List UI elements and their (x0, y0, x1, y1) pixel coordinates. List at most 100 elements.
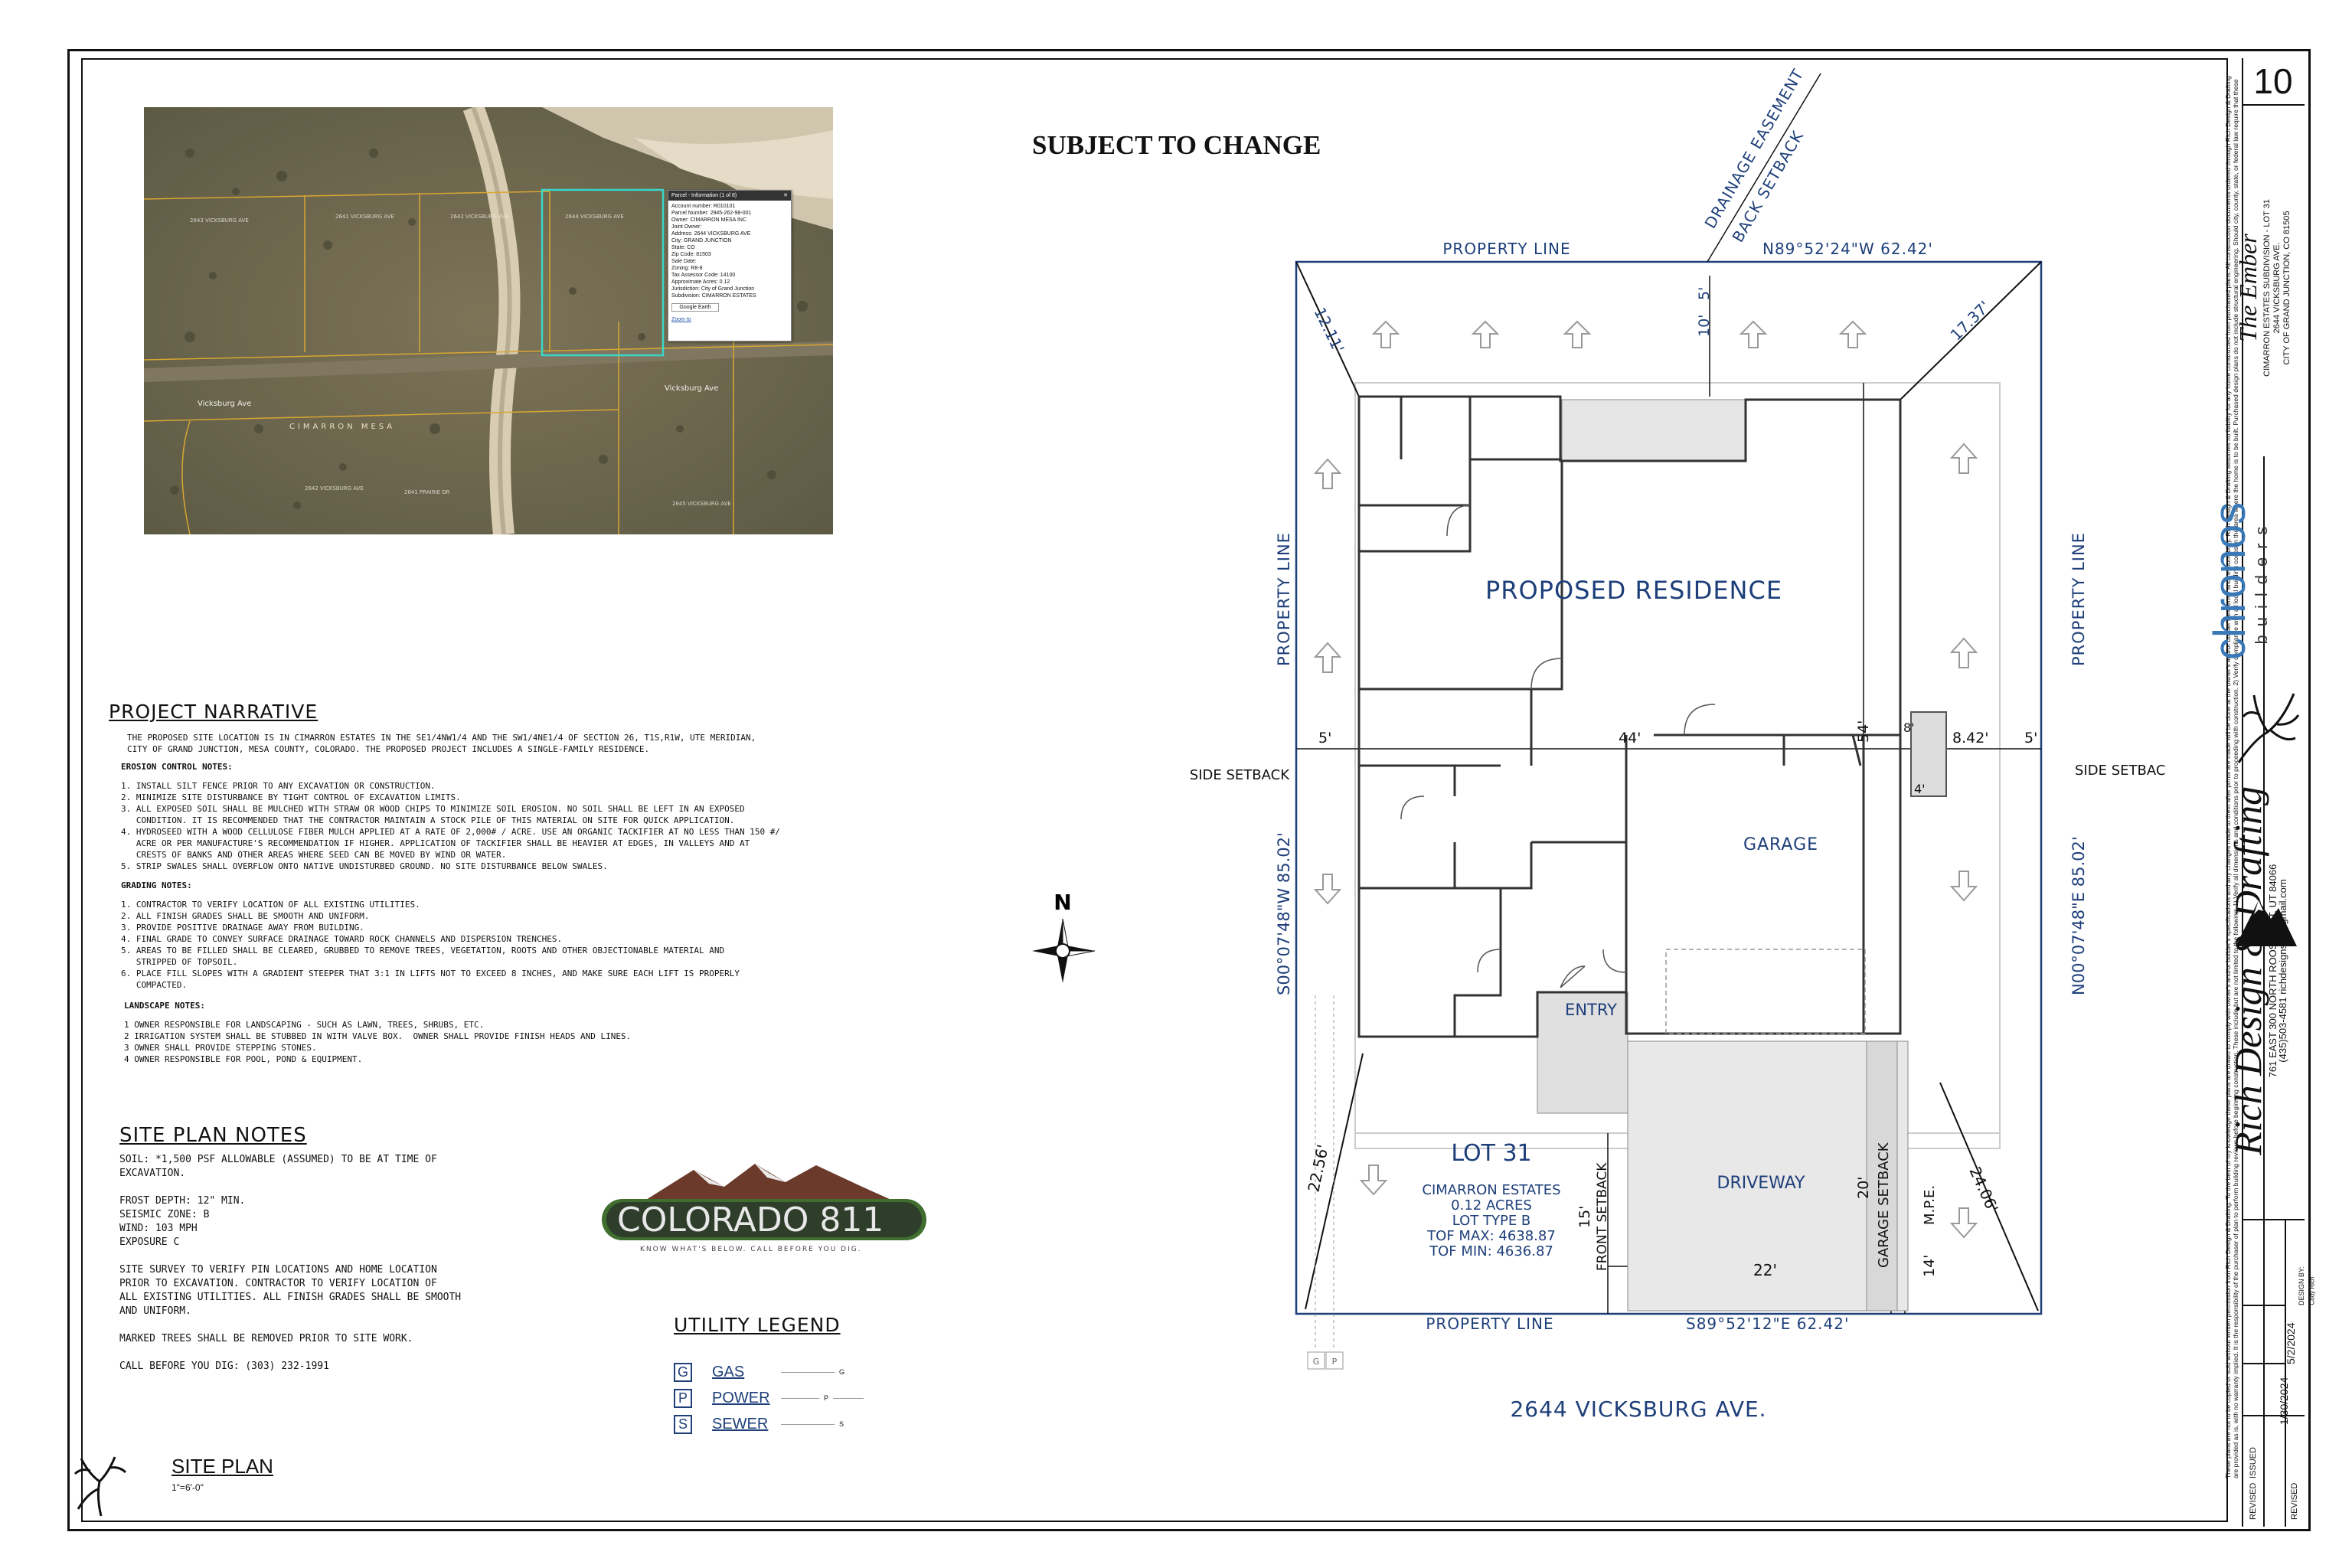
front-setback: FRONT SETBACK (1595, 1162, 1610, 1271)
entry-label: ENTRY (1565, 1001, 1617, 1019)
dim-22: 22' (1753, 1261, 1777, 1279)
aerial-map: 2643 VICKSBURG AVE 2641 VICKSBURG AVE 26… (143, 103, 834, 536)
map-street-left: Vicksburg Ave (198, 400, 251, 408)
revised2-label: REVISED (2290, 1482, 2299, 1520)
sheet-number-box: 10 (2242, 58, 2305, 106)
dim-44: 44' (1619, 730, 1641, 746)
garage-label: GARAGE (1743, 835, 1818, 854)
svg-text:2644 VICKSBURG AVE: 2644 VICKSBURG AVE (565, 214, 624, 220)
title-block: 10 These plans are not to be copied or s… (2205, 58, 2316, 1527)
svg-text:2642 VICKSBURG AVE: 2642 VICKSBURG AVE (450, 214, 509, 220)
garage-setback: GARAGE SETBACK (1876, 1142, 1892, 1268)
legend-key-gas: G (674, 1362, 692, 1382)
svg-text:2641 PRAIRIE DR: 2641 PRAIRIE DR (404, 489, 450, 495)
project-narrative: PROJECT NARRATIVE THE PROPOSED SITE LOCA… (109, 701, 874, 1065)
project-sub2: 2644 VICKSBURG AVE. (2272, 242, 2282, 334)
sheet-border-inner (81, 58, 2228, 1522)
site-plan-notes-body: SOIL: *1,500 PSF ALLOWABLE (ASSUMED) TO … (119, 1154, 462, 1372)
dim-12-11: 12.11' (1311, 305, 1348, 356)
revised1-date: 5/2/2024 (2285, 1322, 2297, 1365)
utility-legend: UTILITY LEGEND G GAS G P POWER P S SEWER… (674, 1314, 903, 1437)
svg-text:2642 VICKSBURG AVE: 2642 VICKSBURG AVE (305, 485, 364, 492)
dim-5-right: 5' (2024, 730, 2037, 746)
property-line-bottom: PROPERTY LINE (1426, 1315, 1553, 1333)
firm-name: Rich Design & Drafting (2226, 786, 2269, 1155)
map-subdivision-label: CIMARRON MESA (289, 423, 395, 431)
dim-17-37: 17.37' (1947, 297, 1994, 344)
revision-table: ISSUED 1/30/2024 REVISED 5/2/2024 REVISE… (2242, 1220, 2316, 1527)
svg-text:2641 VICKSBURG AVE: 2641 VICKSBURG AVE (335, 214, 394, 220)
property-boundary (1295, 260, 2043, 1315)
property-line-right: PROPERTY LINE (2069, 532, 2088, 666)
svg-text:2645 VICKSBURG AVE: 2645 VICKSBURG AVE (672, 501, 731, 507)
lot-info-3: TOF MAX: 4638.87 (1426, 1228, 1556, 1244)
revised1-label: REVISED (2249, 1482, 2258, 1520)
builder-name: chronos (2205, 501, 2255, 661)
site-plan-notes: SITE PLAN NOTES SOIL: *1,500 PSF ALLOWAB… (119, 1124, 548, 1374)
project-sub1: CIMARRON ESTATES SUBDIVISION - LOT 31 (2262, 199, 2272, 377)
popup-zoom-link[interactable]: Zoom to (671, 317, 691, 322)
bearing-right: N00°07'48"E 85.02' (2069, 836, 2088, 995)
dim-8-42: 8.42' (1952, 730, 1989, 746)
site-plan-drawing: G P PROPERTY LINE N89°52'24"W 62.42' DRA… (1190, 66, 2167, 1422)
lot-title: LOT 31 (1451, 1140, 1531, 1167)
legend-line-gas: G (839, 1368, 845, 1376)
lot-info-1: 0.12 ACRES (1451, 1197, 1532, 1214)
landscape-notes: 1 OWNER RESPONSIBLE FOR LANDSCAPING - SU… (124, 1020, 632, 1064)
designer-name: Cody Rich (2308, 1276, 2316, 1305)
sheet-number: 10 (2253, 61, 2293, 101)
bearing-bottom: S89°52'12"E 62.42' (1686, 1315, 1850, 1333)
issued-date: 1/30/2024 (2278, 1377, 2290, 1425)
dim-15: 15' (1576, 1206, 1593, 1228)
driveway-label: DRIVEWAY (1717, 1174, 1806, 1193)
lot-info-4: TOF MIN: 4636.87 (1429, 1243, 1553, 1259)
popup-title: Parcel - Information (1 of 8) (671, 193, 737, 198)
legend-label-sewer: SEWER (712, 1415, 769, 1432)
legend-line-power: P (824, 1394, 829, 1402)
site-plan-scale: 1"=6'-0" (172, 1482, 204, 1493)
svg-text:2643 VICKSBURG AVE: 2643 VICKSBURG AVE (190, 217, 249, 224)
property-line-left: PROPERTY LINE (1275, 532, 1293, 666)
builder-sub: builders (2252, 518, 2271, 645)
legend-line-sewer: S (839, 1420, 844, 1428)
north-arrow: N (1026, 888, 1110, 995)
landscape-title: LANDSCAPE NOTES: (124, 1001, 205, 1011)
dim-8: 8' (1903, 720, 1915, 735)
legend-label-power: POWER (712, 1389, 770, 1406)
builder-logo: chronos builders (2205, 443, 2275, 719)
proposed-residence-label: PROPOSED RESIDENCE (1485, 576, 1782, 605)
narrative-title: PROJECT NARRATIVE (109, 701, 318, 723)
popup-google-earth-button[interactable]: Google Earth (671, 303, 719, 312)
erosion-notes: 1. INSTALL SILT FENCE PRIOR TO ANY EXCAV… (121, 781, 780, 871)
drainage-arrows (1313, 320, 1978, 1239)
dim-5-top: 5' (1696, 287, 1713, 300)
grading-notes: 1. CONTRACTOR TO VERIFY LOCATION OF ALL … (121, 900, 740, 990)
project-name: The Ember (2234, 234, 2262, 342)
legend-row-gas: G GAS G (674, 1359, 903, 1385)
legend-key-power: P (674, 1388, 692, 1408)
property-line-top: PROPERTY LINE (1442, 240, 1570, 258)
mpe-label: M.P.E. (1922, 1185, 1938, 1225)
firm-block: Rich Design & Drafting 761 EAST 300 NORT… (2226, 733, 2301, 1208)
erosion-title: EROSION CONTROL NOTES: (121, 762, 233, 772)
popup-close-icon[interactable]: ✕ (783, 193, 788, 198)
legend-row-sewer: S SEWER S (674, 1411, 903, 1437)
utility-p-tag: P (1332, 1357, 1338, 1367)
dim-24-06: 24.06' (1965, 1164, 2001, 1215)
sheet-border (67, 49, 2311, 1531)
dim-22-56: 22.56' (1304, 1143, 1332, 1194)
dim-4: 4' (1914, 782, 1926, 796)
project-name-block: The Ember CIMARRON ESTATES SUBDIVISION -… (2234, 119, 2295, 456)
utility-g-tag: G (1313, 1357, 1320, 1367)
dim-20: 20' (1855, 1177, 1872, 1199)
narrative-intro: THE PROPOSED SITE LOCATION IS IN CIMARRO… (127, 733, 756, 754)
dim-14: 14' (1921, 1255, 1938, 1277)
dim-54: 54' (1855, 720, 1872, 743)
colorado-811-tagline: KNOW WHAT'S BELOW. CALL BEFORE YOU DIG. (640, 1246, 862, 1253)
site-plan-notes-title: SITE PLAN NOTES (119, 1124, 307, 1147)
dim-10-top: 10' (1696, 315, 1713, 337)
subject-to-change: SUBJECT TO CHANGE (1032, 130, 1321, 160)
legend-key-sewer: S (674, 1414, 692, 1434)
north-label: N (1054, 890, 1071, 915)
lot-info-0: CIMARRON ESTATES (1422, 1182, 1560, 1198)
